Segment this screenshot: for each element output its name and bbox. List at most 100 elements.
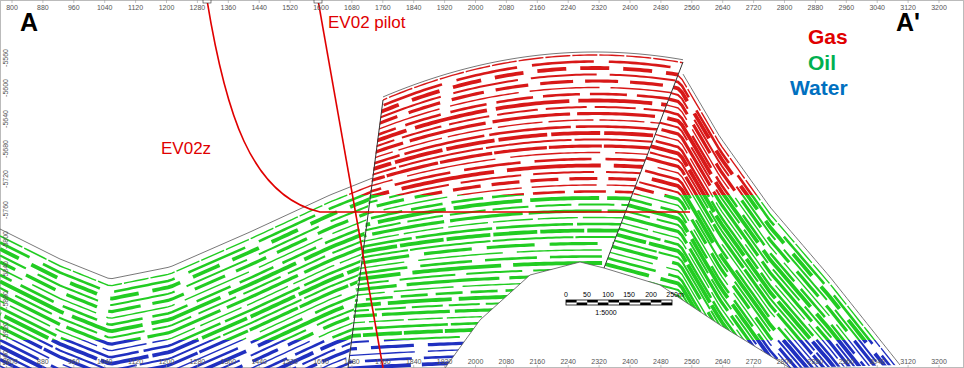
axis-value: 2160 — [530, 4, 546, 11]
axis-value: 1920 — [437, 4, 453, 11]
axis-value: 2080 — [499, 358, 515, 365]
axis-value: 3200 — [931, 4, 947, 11]
axis-value: 1680 — [344, 358, 360, 365]
axis-value: 1600 — [313, 358, 329, 365]
axis-value: 1200 — [159, 4, 175, 11]
legend-text: Gas — [808, 25, 848, 48]
axis-value: 1360 — [221, 4, 237, 11]
axis-value: 1360 — [221, 358, 237, 365]
axis-value: 2960 — [839, 358, 855, 365]
axis-value: 3200 — [931, 358, 947, 365]
well-head — [314, 0, 322, 3]
axis-value: 2480 — [653, 358, 669, 365]
axis-value: 2880 — [808, 358, 824, 365]
axis-value: 1680 — [344, 4, 360, 11]
axis-value: 1280 — [190, 358, 206, 365]
well-name: EV02z — [160, 140, 212, 157]
scale-value: 250m — [666, 291, 684, 298]
scale-value: 0 — [564, 291, 568, 298]
horizon-outlines — [0, 52, 900, 368]
axis-value: 2320 — [591, 358, 607, 365]
axis-value: 2720 — [746, 4, 762, 11]
axis-value: 2400 — [622, 358, 638, 365]
fault-line — [348, 100, 383, 368]
well-name: EV02 pilot — [327, 14, 407, 31]
axis-value: 880 — [37, 358, 49, 365]
axis-value: -5920 — [2, 322, 9, 340]
axis-value: 1120 — [128, 358, 143, 365]
axis-value: -5680 — [2, 140, 9, 158]
axis-value: -5560 — [2, 49, 9, 67]
axis-value: 2080 — [499, 4, 515, 11]
scale-value: 150 — [623, 291, 635, 298]
axis-value: -5880 — [2, 291, 9, 309]
axis-value: 1840 — [406, 358, 422, 365]
scale-value: 1:5000 — [595, 309, 616, 316]
axis-value: 1440 — [251, 4, 267, 11]
scale-value: 50 — [583, 291, 591, 298]
axis-value: 2800 — [777, 4, 793, 11]
legend-text: Oil — [808, 51, 836, 74]
axis-value: 1040 — [97, 358, 113, 365]
axis-value: 2400 — [622, 4, 638, 11]
axis-ticks — [12, 0, 939, 368]
axis-value: -5960 — [2, 350, 9, 368]
axis-value: 2880 — [808, 4, 824, 11]
scale-bar — [566, 300, 672, 305]
axis-value: 1760 — [375, 4, 391, 11]
axis-value: 1520 — [282, 4, 298, 11]
axis-value: -5600 — [2, 79, 9, 97]
axis-value: 1440 — [251, 358, 267, 365]
axis-value: 2960 — [839, 4, 855, 11]
axis-value: 2160 — [530, 358, 546, 365]
scale-value: 100 — [602, 291, 614, 298]
axis-value: -5720 — [2, 170, 9, 188]
axis-value: 2320 — [591, 4, 607, 11]
axis-value: 1120 — [128, 4, 143, 11]
section-end-label: A' — [896, 10, 920, 35]
legend-entry: Water — [790, 77, 848, 98]
section-end-label: A — [20, 10, 38, 35]
axis-value: 2640 — [715, 358, 731, 365]
axis-value: -5640 — [2, 110, 9, 128]
axis-value: 2640 — [715, 4, 731, 11]
axis-value: 2720 — [746, 358, 762, 365]
axis-value: 2240 — [560, 4, 576, 11]
legend-entry: Oil — [808, 52, 836, 73]
well-head — [203, 0, 211, 3]
well-trajectory — [207, 0, 690, 212]
axis-value: -5760 — [2, 201, 9, 219]
axis-value: 1040 — [97, 4, 113, 11]
axis-value: 1760 — [375, 358, 391, 365]
well-trajectory — [318, 0, 383, 368]
axis-value: 880 — [37, 4, 49, 11]
axis-value: 2240 — [560, 358, 576, 365]
axis-value: 1920 — [437, 358, 453, 365]
axis-value: 960 — [68, 4, 80, 11]
axis-value: 2000 — [468, 4, 484, 11]
axis-value: 1280 — [190, 4, 206, 11]
axis-value: 3040 — [869, 358, 885, 365]
legend-text: Water — [790, 76, 848, 99]
axis-value: 2000 — [468, 358, 484, 365]
axis-value: 800 — [6, 4, 18, 11]
legend-entry: Gas — [808, 26, 848, 47]
reservoir-layers — [0, 52, 964, 368]
axis-value: 1600 — [313, 4, 329, 11]
axis-value: 3120 — [900, 358, 916, 365]
axis-value: 3120 — [900, 4, 916, 11]
axis-value: -5840 — [2, 261, 9, 279]
axis-value: 2560 — [684, 4, 700, 11]
axis-value: 1200 — [159, 358, 175, 365]
axis-value: 1840 — [406, 4, 422, 11]
axis-value: 3040 — [869, 4, 885, 11]
axis-value: -5800 — [2, 231, 9, 249]
axis-value: 2800 — [777, 358, 793, 365]
fault-line — [604, 62, 683, 268]
axis-value: 2560 — [684, 358, 700, 365]
axis-value: 1520 — [282, 358, 298, 365]
axis-value: 2480 — [653, 4, 669, 11]
scale-value: 200 — [645, 291, 657, 298]
axis-value: 960 — [68, 358, 80, 365]
